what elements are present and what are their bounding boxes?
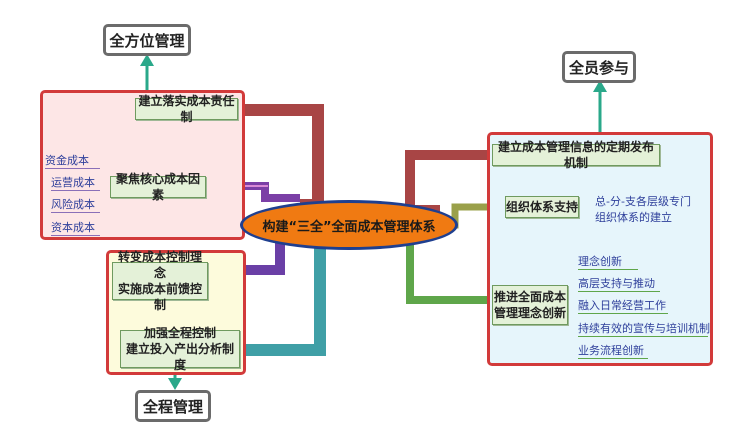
branch-left-top [245, 104, 324, 211]
leaf-top-management-support: 高层支持与推动 [578, 275, 660, 292]
leaf-risk-cost: 风险成本 [51, 196, 100, 213]
leaf-operating-cost: 运营成本 [51, 174, 100, 191]
arrow-top-left-head [140, 54, 154, 66]
tag-full-participation: 全员参与 [562, 51, 636, 83]
branch-left-bottom [245, 245, 326, 356]
leaf-process-innovation: 业务流程创新 [578, 342, 648, 359]
center-topic: 构建“三全”全面成本管理体系 [240, 200, 458, 250]
node-concept-innovation: 推进全面成本 管理理念创新 [492, 285, 568, 325]
leaf-capital-cost: 资本成本 [51, 219, 100, 236]
node-feedforward-control: 转变成本控制理念 实施成本前馈控制 [112, 250, 208, 312]
leaf-org-levels-line2: 组织体系的建立 [595, 211, 672, 224]
leaf-idea-innovation: 理念创新 [578, 253, 638, 270]
node-core-cost-factors: 聚焦核心成本因素 [110, 172, 206, 202]
node-info-release-mechanism: 建立成本管理信息的定期发布机制 [492, 140, 660, 170]
leaf-daily-operations: 融入日常经营工作 [578, 299, 668, 314]
arrow-bottom-head [168, 378, 182, 390]
node-whole-process-line1: 加强全程控制 [143, 326, 216, 340]
branch-right-top [405, 150, 490, 215]
branch-right-bottom [406, 245, 490, 304]
node-whole-process-control: 加强全程控制 建立投入产出分析制度 [120, 326, 240, 372]
leaf-org-levels-line1: 总-分-支各层级专门 [595, 195, 691, 208]
tag-whole-process-management: 全程管理 [135, 390, 211, 422]
node-organization-support: 组织体系支持 [505, 196, 579, 218]
node-concept-innovation-line1: 推进全面成本 [493, 290, 566, 304]
leaf-capital-fund-cost: 资金成本 [45, 152, 100, 169]
tag-all-round-management: 全方位管理 [103, 24, 191, 56]
node-whole-process-line2: 建立投入产出分析制度 [125, 342, 234, 372]
arrow-top-right-head [593, 80, 607, 92]
right-panel [487, 132, 713, 366]
node-cost-responsibility: 建立落实成本责任制 [135, 94, 238, 124]
node-feedforward-line1: 转变成本控制理念 [117, 250, 202, 280]
node-feedforward-line2: 实施成本前馈控制 [117, 282, 202, 312]
node-concept-innovation-line2: 管理理念创新 [493, 306, 566, 320]
leaf-training-mechanism: 持续有效的宣传与培训机制 [578, 322, 710, 337]
